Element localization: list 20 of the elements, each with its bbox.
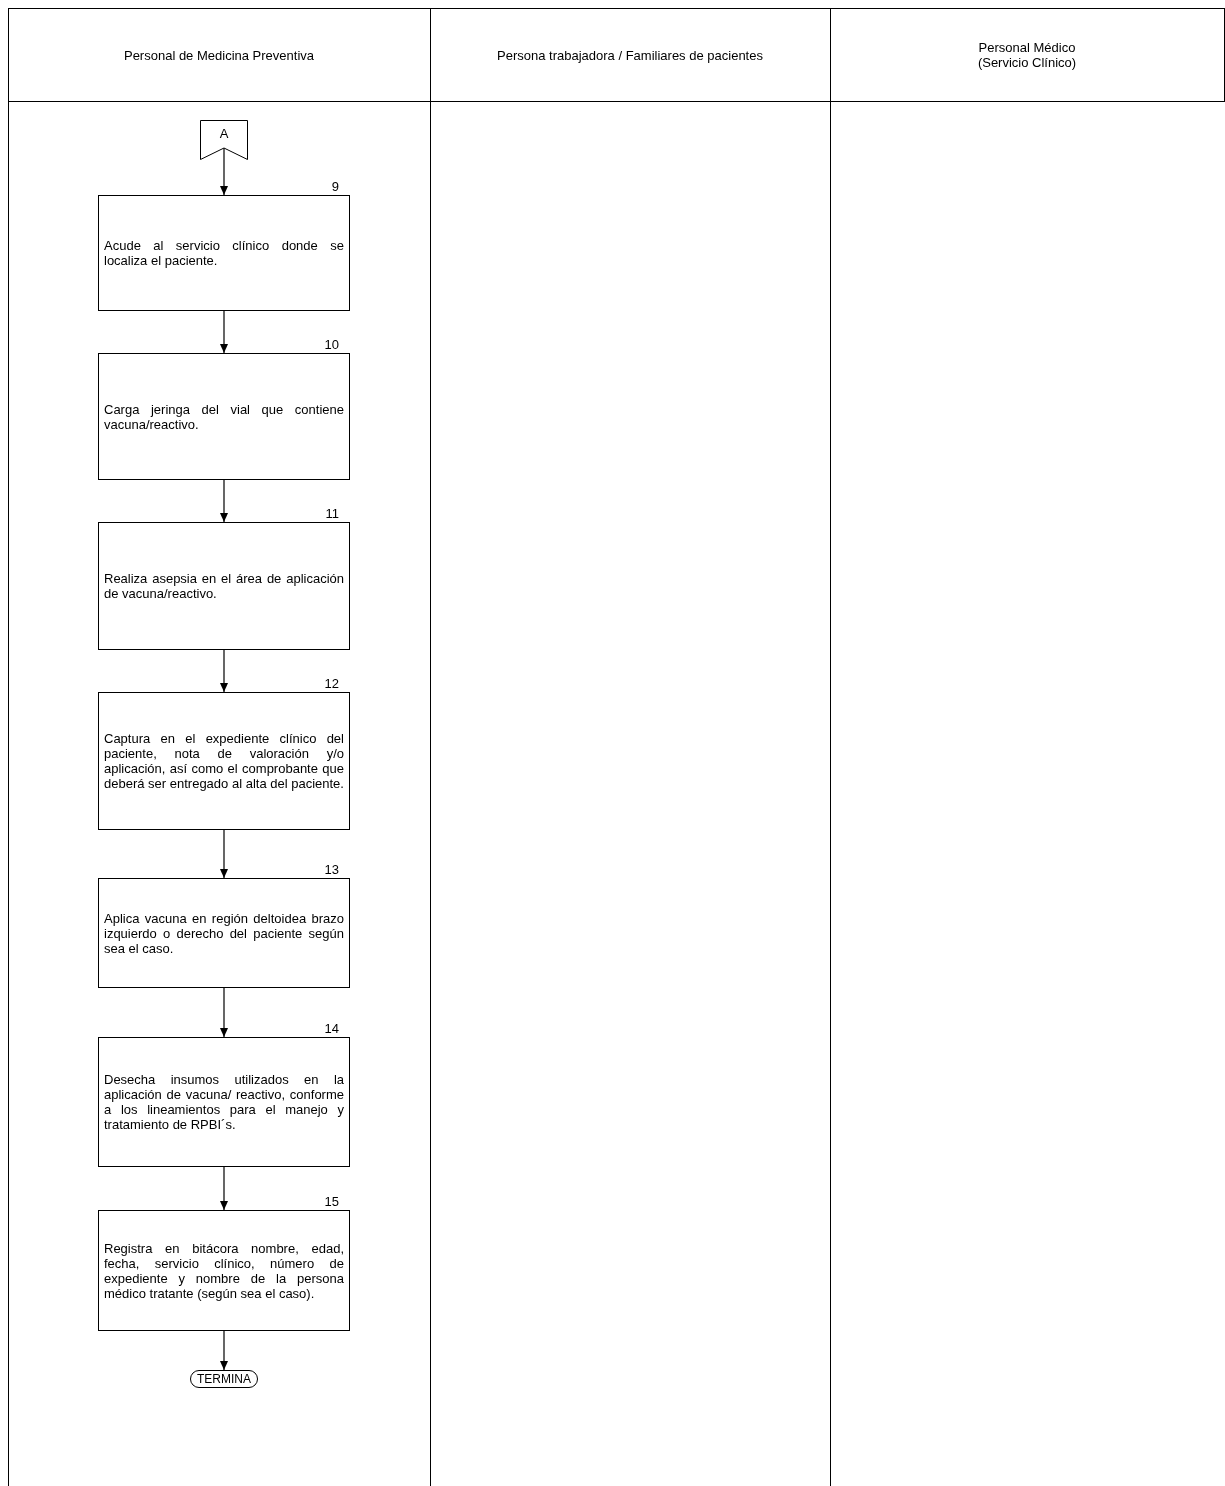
arrow [220, 829, 228, 879]
arrow [220, 1330, 228, 1371]
step-number: 13 [324, 862, 339, 877]
step-number: 9 [331, 179, 339, 194]
step-number: 11 [325, 506, 339, 521]
arrow [220, 147, 228, 196]
arrow [220, 479, 228, 523]
arrow [220, 1166, 228, 1211]
terminator: TERMINA [190, 1370, 258, 1388]
lane-header: Personal de Medicina Preventiva [8, 8, 430, 102]
arrow [220, 310, 228, 354]
step-number: 10 [324, 337, 339, 352]
arrow [220, 987, 228, 1038]
step-number: 12 [324, 676, 339, 691]
step-number: 14 [324, 1021, 339, 1036]
off-page-connector: A [200, 120, 248, 160]
step-number: 15 [324, 1194, 339, 1209]
lane-header: Personal Médico (Servicio Clínico) [830, 8, 1224, 102]
lane-header: Persona trabajadora / Familiares de pacientes [430, 8, 830, 102]
arrow [220, 649, 228, 693]
